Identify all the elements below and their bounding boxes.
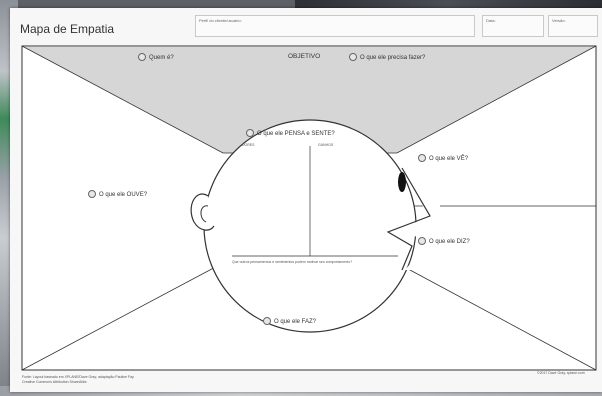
label-needs: O que ele precisa fazer? [349, 53, 425, 61]
label-hears: O que ele OUVE? [88, 190, 147, 198]
label-objective: OBJETIVO [288, 53, 320, 60]
center-note: Que outros pensamentos e sentimentos pod… [232, 260, 352, 264]
footer-copyright: ©2017 Dave Gray, xplane.com [537, 371, 585, 375]
target-icon [349, 53, 357, 61]
label-thinks-feels: O que ele PENSA e SENTE? [246, 129, 335, 137]
empathy-map-diagram [10, 8, 602, 392]
speech-icon [418, 237, 426, 245]
label-says: O que ele DIZ? [418, 237, 470, 245]
label-sees: O que ele VÊ? [418, 154, 468, 162]
label-does: O que ele FAZ? [263, 317, 316, 325]
empathy-map-sheet: Mapa de Empatia Perfil do cliente/usuári… [10, 8, 602, 392]
label-pains: DORES [242, 143, 254, 147]
label-gains: GANHOS [318, 143, 333, 147]
eye-icon [418, 154, 426, 162]
label-who: Quem é? [138, 53, 174, 61]
person-icon [138, 53, 146, 61]
footer-credit-1: Fonte: Layout baseado em XPLANE/Dave Gra… [22, 375, 134, 379]
hand-icon [263, 317, 271, 325]
eye [398, 172, 406, 192]
footer-credit-2: Creative Commons Attribution-ShareAlike [22, 380, 87, 384]
thought-icon [246, 129, 254, 137]
ear-icon [88, 190, 96, 198]
